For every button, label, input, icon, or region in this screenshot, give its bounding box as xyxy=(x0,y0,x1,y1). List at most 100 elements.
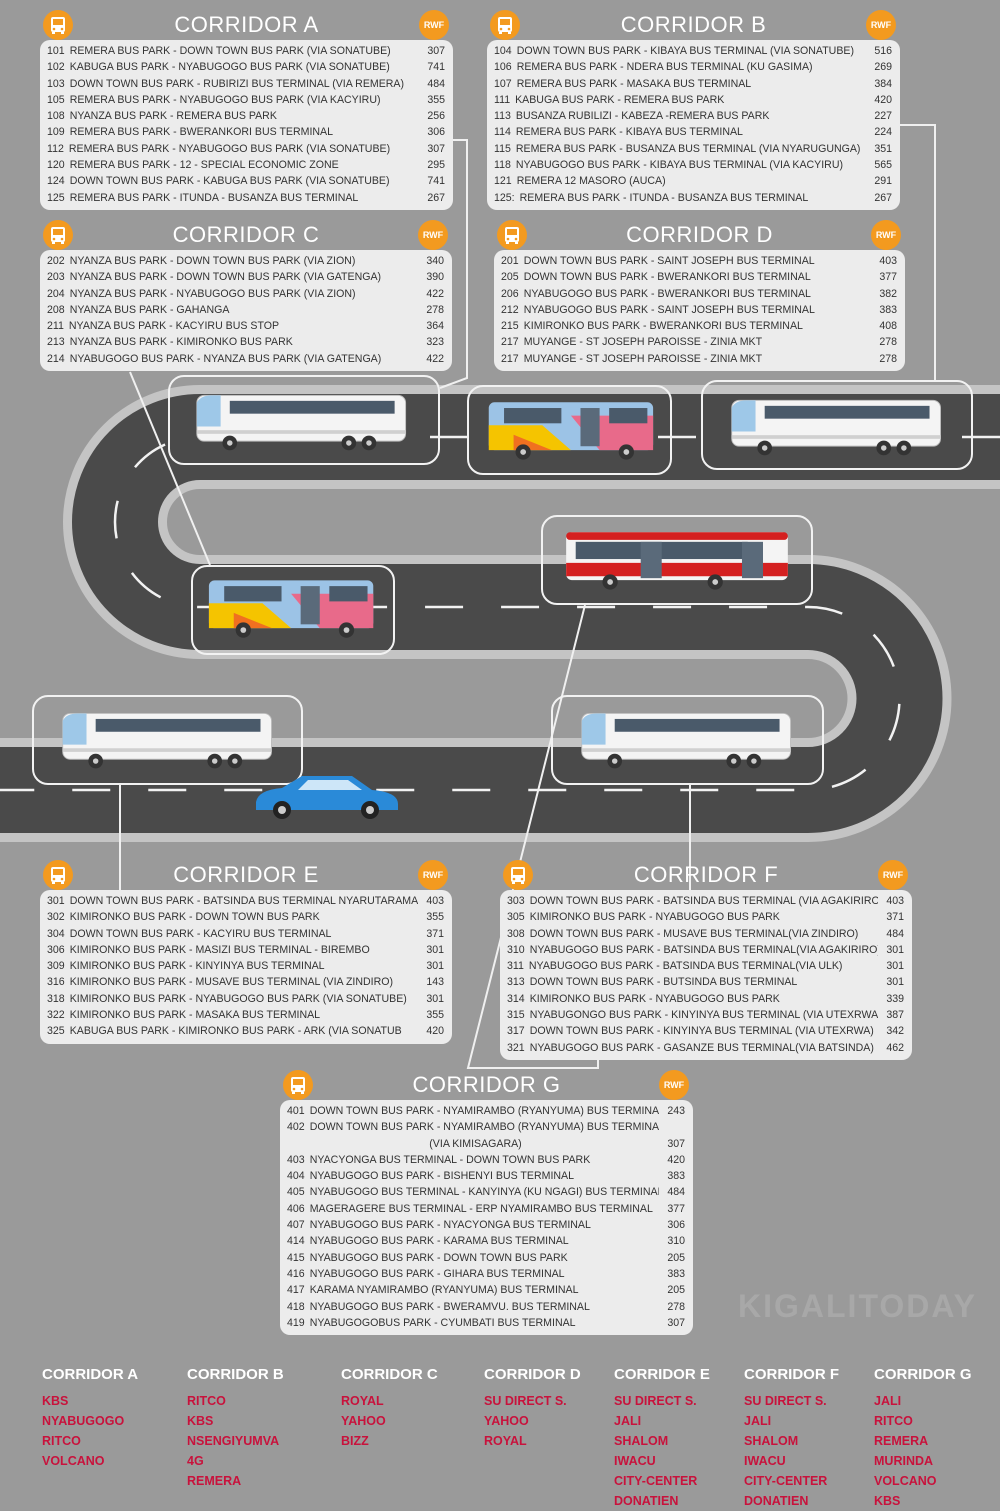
route-code: 214 xyxy=(47,352,65,365)
route-name: DOWN TOWN BUS PARK - RUBIRIZI BUS TERMIN… xyxy=(69,77,405,90)
route-fare: 364 xyxy=(426,320,444,333)
route-fare: 143 xyxy=(426,976,444,989)
route-fare: 741 xyxy=(427,61,445,74)
operator-name: VOLCANO xyxy=(42,1454,105,1468)
route-fare: 278 xyxy=(667,1300,685,1313)
route-name: KABUGA BUS PARK - REMERA BUS PARK xyxy=(515,93,725,106)
route-fare: 243 xyxy=(667,1105,685,1117)
operator-name: MURINDA xyxy=(874,1454,934,1468)
route-fare: 420 xyxy=(426,1025,444,1038)
route-name: KIMIRONKO BUS PARK - NYABUGOGO BUS PARK xyxy=(529,992,780,1005)
route-fare: 387 xyxy=(886,1009,904,1022)
route-fare: 323 xyxy=(426,336,444,349)
corridor-title: CORRIDOR C xyxy=(172,222,320,247)
route-code: 125: xyxy=(494,191,515,204)
route-name: KIMIRONKO BUS PARK - NYABUGOGO BUS PARK … xyxy=(69,992,407,1005)
route-name: NYABUGOGO BUS PARK - BWERAMVU. BUS TERMI… xyxy=(309,1300,590,1313)
bus-image xyxy=(467,385,672,475)
operator-name: NSENGIYUMVA xyxy=(187,1434,280,1448)
route-fare: 267 xyxy=(874,191,892,204)
route-name: NYABUGOGO BUS PARK - DOWN TOWN BUS PARK xyxy=(309,1251,568,1264)
operator-name: SHALOM xyxy=(614,1434,669,1448)
route-code: 105 xyxy=(47,93,65,106)
route-fare: 227 xyxy=(874,110,892,123)
route-name: KIMIRONKO BUS PARK - KINYINYA BUS TERMIN… xyxy=(69,960,325,973)
route-fare: 306 xyxy=(427,126,445,139)
route-name: DOWN TOWN BUS PARK - KINYINYA BUS TERMIN… xyxy=(529,1025,874,1038)
route-fare: 377 xyxy=(667,1202,685,1215)
route-fare: 205 xyxy=(667,1284,685,1297)
operator-name: ROYAL xyxy=(484,1434,527,1448)
route-name: MUYANGE - ST JOSEPH PAROISSE - ZINIA MKT xyxy=(523,336,763,349)
operator-name: BIZZ xyxy=(341,1434,369,1448)
route-fare: 422 xyxy=(426,287,444,300)
operator-name: SHALOM xyxy=(744,1434,799,1448)
route-code: 313 xyxy=(507,976,525,989)
watermark: KIGALITODAY xyxy=(738,1288,977,1324)
route-name: NYABUGOGO BUS PARK - NYACYONGA BUS TERMI… xyxy=(309,1219,591,1232)
operator-name: SU DIRECT S. xyxy=(744,1394,827,1408)
route-code: 120 xyxy=(47,159,65,172)
route-name: NYANZA BUS PARK - NYABUGOGO BUS PARK (VI… xyxy=(69,287,356,300)
route-fare: 484 xyxy=(886,927,904,940)
operator-name: IWACU xyxy=(744,1454,786,1468)
bus-icon xyxy=(43,860,73,890)
route-code: 304 xyxy=(47,927,65,940)
corridor-title: CORRIDOR B xyxy=(620,12,767,37)
route-fare: 382 xyxy=(879,287,897,300)
route-fare: 256 xyxy=(427,110,445,123)
route-code: 107 xyxy=(494,77,512,90)
route-fare: 306 xyxy=(667,1219,685,1232)
route-code: 108 xyxy=(47,110,65,123)
corridor-title: CORRIDOR F xyxy=(633,862,779,887)
route-code: 405 xyxy=(287,1186,305,1199)
route-code: 121 xyxy=(494,175,512,188)
route-code: 125 xyxy=(47,191,65,204)
route-name: DOWN TOWN BUS PARK - KABUGA BUS PARK (VI… xyxy=(69,175,390,188)
operator-name: JALI xyxy=(744,1414,772,1428)
operator-name: IWACU xyxy=(614,1454,656,1468)
route-fare: 301 xyxy=(886,960,904,973)
operator-name: REMERA xyxy=(874,1434,929,1448)
operator-name: 4G xyxy=(187,1454,204,1468)
route-code: 321 xyxy=(507,1041,525,1054)
route-fare: 420 xyxy=(667,1153,685,1166)
route-name: KIMIRONKO BUS PARK - BWERANKORI BUS TERM… xyxy=(523,320,803,333)
route-code: 305 xyxy=(507,911,525,924)
route-code: 202 xyxy=(47,255,65,267)
bus-icon xyxy=(503,860,533,890)
route-fare: 301 xyxy=(426,960,444,973)
route-fare: 420 xyxy=(874,93,892,106)
route-code: 206 xyxy=(501,287,519,300)
route-name: NYABUGONGO BUS PARK - KINYINYA BUS TERMI… xyxy=(529,1009,878,1022)
route-fare: 484 xyxy=(667,1186,685,1199)
route-code: 303 xyxy=(507,895,525,907)
route-fare: 383 xyxy=(879,303,897,316)
route-fare: 371 xyxy=(886,911,904,924)
route-code: 106 xyxy=(494,61,512,74)
route-code: 302 xyxy=(47,911,65,924)
